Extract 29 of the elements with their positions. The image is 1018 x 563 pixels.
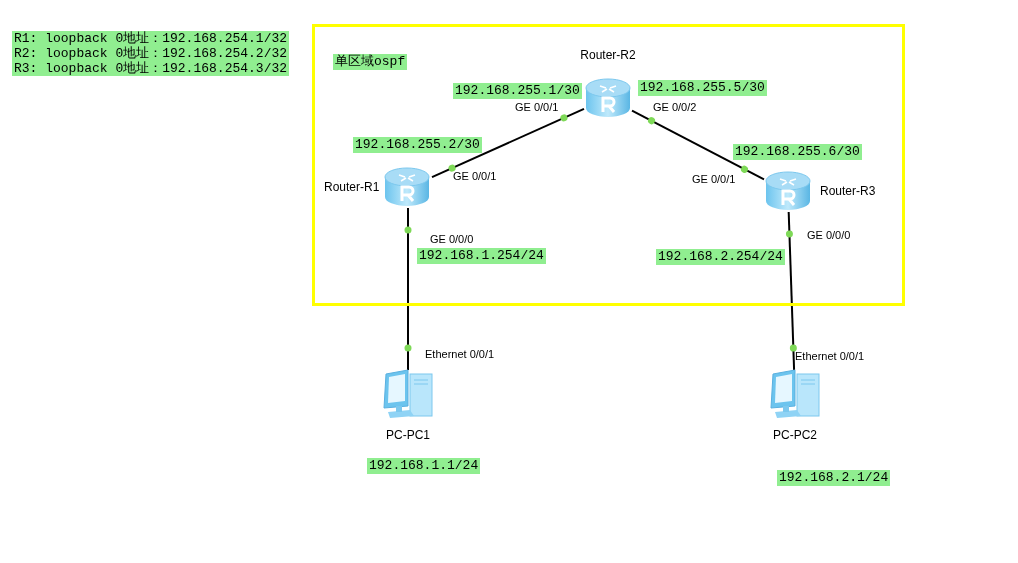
ip-address: 192.168.255.5/30	[638, 80, 767, 96]
interface-label: GE 0/0/0	[430, 233, 474, 246]
ip-address: 192.168.255.6/30	[733, 144, 862, 160]
interface-label: Ethernet 0/0/1	[795, 350, 865, 363]
interface-label: GE 0/0/1	[692, 173, 736, 186]
ip-address: 192.168.255.1/30	[453, 83, 582, 99]
device-label: PC-PC1	[386, 427, 430, 444]
area-title: 单区域ospf	[333, 54, 408, 70]
ip-address: 192.168.2.254/24	[656, 249, 785, 265]
interface-label: GE 0/0/2	[653, 101, 697, 114]
interface-label: GE 0/0/1	[453, 170, 497, 183]
device-label: PC-PC2	[773, 427, 817, 444]
ip-address: 192.168.1.254/24	[417, 248, 546, 264]
device-label: Router-R1	[324, 179, 380, 196]
loopback-address: R2: loopback 0地址：192.168.254.2/32	[14, 46, 288, 61]
network-link	[404, 207, 412, 371]
interface-label: GE 0/0/0	[807, 229, 851, 242]
interface-label: GE 0/0/1	[515, 101, 559, 114]
device-label: Router-R3	[820, 183, 876, 200]
loopback-address: R1: loopback 0地址：192.168.254.1/32	[14, 31, 288, 46]
ip-address: 192.168.1.1/24	[367, 458, 481, 474]
ip-address: 192.168.2.1/24	[777, 470, 891, 486]
loopback-address: R3: loopback 0地址：192.168.254.3/32	[14, 61, 288, 76]
network-link	[431, 107, 585, 179]
interface-label: Ethernet 0/0/1	[425, 348, 495, 361]
device-label: Router-R2	[580, 47, 636, 64]
network-link	[631, 109, 765, 181]
ip-address: 192.168.255.2/30	[353, 137, 482, 153]
network-link	[785, 211, 797, 371]
